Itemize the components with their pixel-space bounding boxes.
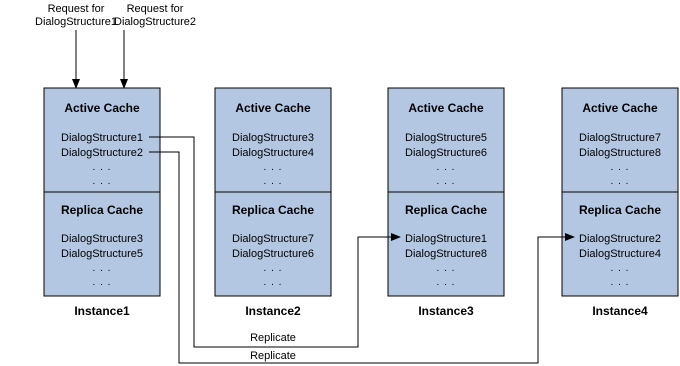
instance-2-active-ellipsis-1: . . . [264, 162, 283, 173]
instance-1-active-item-1: DialogStructure1 [61, 132, 143, 144]
instance-2: Active Cache DialogStructure3 DialogStru… [214, 87, 332, 318]
instance-2-active-item-1: DialogStructure3 [232, 132, 314, 144]
instance-2-replica-item-2: DialogStructure6 [232, 248, 314, 260]
instance-4-active-item-2: DialogStructure8 [579, 147, 661, 159]
instance-3-active-ellipsis-2: . . . [437, 176, 456, 187]
instance-4-name: Instance4 [592, 304, 648, 318]
request-label-2-line2: DialogStructure2 [114, 16, 196, 28]
instance-3-name: Instance3 [418, 304, 474, 318]
instance-1-replica-title: Replica Cache [61, 203, 143, 217]
replicate-label-2: Replicate [250, 350, 296, 362]
instance-4-replica-item-2: DialogStructure4 [579, 248, 661, 260]
instance-2-replica-title: Replica Cache [232, 203, 314, 217]
instance-3-replica-ellipsis-1: . . . [437, 263, 456, 274]
instance-3-replica-title: Replica Cache [405, 203, 487, 217]
instance-2-active-ellipsis-2: . . . [264, 176, 283, 187]
instance-3-replica-item-2: DialogStructure8 [405, 248, 487, 260]
replicate-connector-1 [149, 136, 401, 348]
instance-1-active-title: Active Cache [64, 101, 140, 115]
instance-1-active-item-2: DialogStructure2 [61, 147, 143, 159]
instance-1-replica-item-2: DialogStructure5 [61, 248, 143, 260]
request-label-1-line2: DialogStructure1 [35, 16, 117, 28]
request-label-2-line1: Request for [127, 3, 184, 15]
instance-3: Active Cache DialogStructure5 DialogStru… [387, 87, 505, 318]
instance-1-replica-ellipsis-2: . . . [93, 277, 112, 288]
instance-1-active-ellipsis-2: . . . [93, 176, 112, 187]
instance-2-active-item-2: DialogStructure4 [232, 147, 314, 159]
instance-1-replica-item-1: DialogStructure3 [61, 233, 143, 245]
instance-1-name: Instance1 [74, 304, 130, 318]
instance-3-active-title: Active Cache [408, 101, 484, 115]
instance-3-replica-item-1: DialogStructure1 [405, 233, 487, 245]
instance-4-replica-ellipsis-1: . . . [611, 263, 630, 274]
instance-1-active-ellipsis-1: . . . [93, 162, 112, 173]
instance-4-active-ellipsis-2: . . . [611, 176, 630, 187]
instance-2-active-title: Active Cache [235, 101, 311, 115]
instance-4-replica-title: Replica Cache [579, 203, 661, 217]
instance-2-replica-item-1: DialogStructure7 [232, 233, 314, 245]
replicate-label-1: Replicate [250, 332, 296, 344]
instance-3-active-ellipsis-1: . . . [437, 162, 456, 173]
instance-1: Active Cache DialogStructure1 DialogStru… [43, 87, 161, 318]
instance-3-replica-ellipsis-2: . . . [437, 277, 456, 288]
instance-2-name: Instance2 [245, 304, 301, 318]
instance-3-active-item-1: DialogStructure5 [405, 132, 487, 144]
instance-1-replica-ellipsis-1: . . . [93, 263, 112, 274]
instance-3-active-item-2: DialogStructure6 [405, 147, 487, 159]
instance-2-replica-ellipsis-2: . . . [264, 277, 283, 288]
instance-4-replica-item-1: DialogStructure2 [579, 233, 661, 245]
instance-4-replica-ellipsis-2: . . . [611, 277, 630, 288]
instance-4-active-title: Active Cache [582, 101, 658, 115]
instance-4: Active Cache DialogStructure7 DialogStru… [561, 87, 679, 318]
request-label-1-line1: Request for [48, 3, 105, 15]
replicate-connector-2 [149, 151, 575, 364]
instance-4-active-item-1: DialogStructure7 [579, 132, 661, 144]
instance-2-replica-ellipsis-1: . . . [264, 263, 283, 274]
instance-4-active-ellipsis-1: . . . [611, 162, 630, 173]
